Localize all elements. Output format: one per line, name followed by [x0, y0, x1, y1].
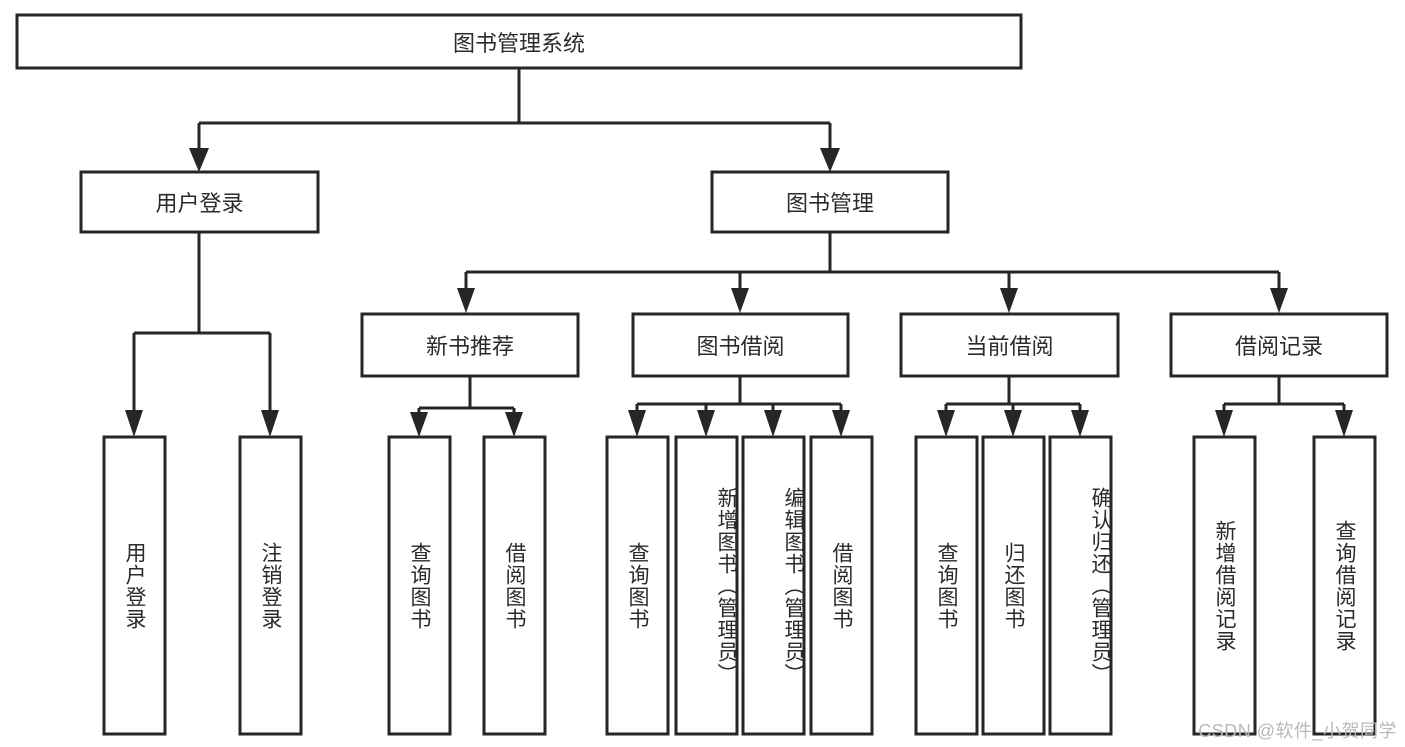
arrowhead-cb-leaf-2 — [1004, 410, 1022, 437]
arrowhead-new-book — [457, 288, 475, 313]
arrowhead-leaf-logout — [261, 410, 279, 437]
arrowhead-leaf-user-login — [125, 410, 143, 437]
connector-group-root — [189, 68, 840, 172]
leaf-current-borrow-1[interactable] — [981, 435, 1046, 736]
leaf-book-borrow-3[interactable] — [809, 435, 874, 736]
arrowhead-bb-leaf-1 — [628, 410, 646, 437]
arrowhead-borrow-record — [1270, 288, 1288, 313]
connector-group-borrow-record — [1215, 376, 1353, 437]
arrowhead-nb-leaf-2 — [505, 412, 523, 437]
leaf-book-borrow-1[interactable] — [674, 435, 739, 736]
arrowhead-cb-leaf-3 — [1071, 410, 1089, 437]
connector-group-current-borrow — [937, 376, 1089, 437]
arrowhead-current-borrow — [1000, 288, 1018, 313]
leaf-current-borrow-0[interactable] — [914, 435, 979, 736]
node-user-login[interactable] — [79, 170, 320, 234]
connector-group-new-book — [410, 376, 523, 437]
arrowhead-bb-leaf-3 — [764, 410, 782, 437]
leaf-user-login-0[interactable] — [102, 435, 167, 736]
node-borrow-record[interactable] — [1169, 312, 1389, 378]
arrowhead-bb-leaf-4 — [832, 410, 850, 437]
arrowhead-br-leaf-1 — [1215, 410, 1233, 437]
arrowhead-book-borrow — [731, 288, 749, 313]
leaf-borrow-record-1[interactable] — [1312, 435, 1377, 736]
arrowhead-cb-leaf-1 — [937, 410, 955, 437]
connector-group-book-borrow — [628, 376, 850, 437]
csdn-watermark: CSDN @软件_小贺同学 — [1198, 721, 1397, 741]
arrowhead-nb-leaf-1 — [410, 412, 428, 437]
connector-group-book-mgmt — [457, 232, 1288, 313]
arrowhead-book-mgmt — [820, 148, 840, 172]
leaf-new-book-0[interactable] — [387, 435, 452, 736]
connector-group-user-login — [125, 232, 279, 437]
leaf-book-borrow-0[interactable] — [605, 435, 670, 736]
node-book-borrow[interactable] — [631, 312, 850, 378]
node-root-system[interactable] — [15, 13, 1023, 70]
node-new-book-recommend[interactable] — [360, 312, 580, 378]
leaf-user-login-1[interactable] — [238, 435, 303, 736]
arrowhead-user-login — [189, 148, 209, 172]
node-book-management[interactable] — [710, 170, 950, 234]
leaf-current-borrow-2[interactable] — [1048, 435, 1113, 736]
leaf-new-book-1[interactable] — [482, 435, 547, 736]
arrowhead-br-leaf-2 — [1335, 410, 1353, 437]
arrowhead-bb-leaf-2 — [697, 410, 715, 437]
leaf-borrow-record-0[interactable] — [1192, 435, 1257, 736]
leaf-book-borrow-2[interactable] — [741, 435, 806, 736]
node-current-borrow[interactable] — [899, 312, 1120, 378]
